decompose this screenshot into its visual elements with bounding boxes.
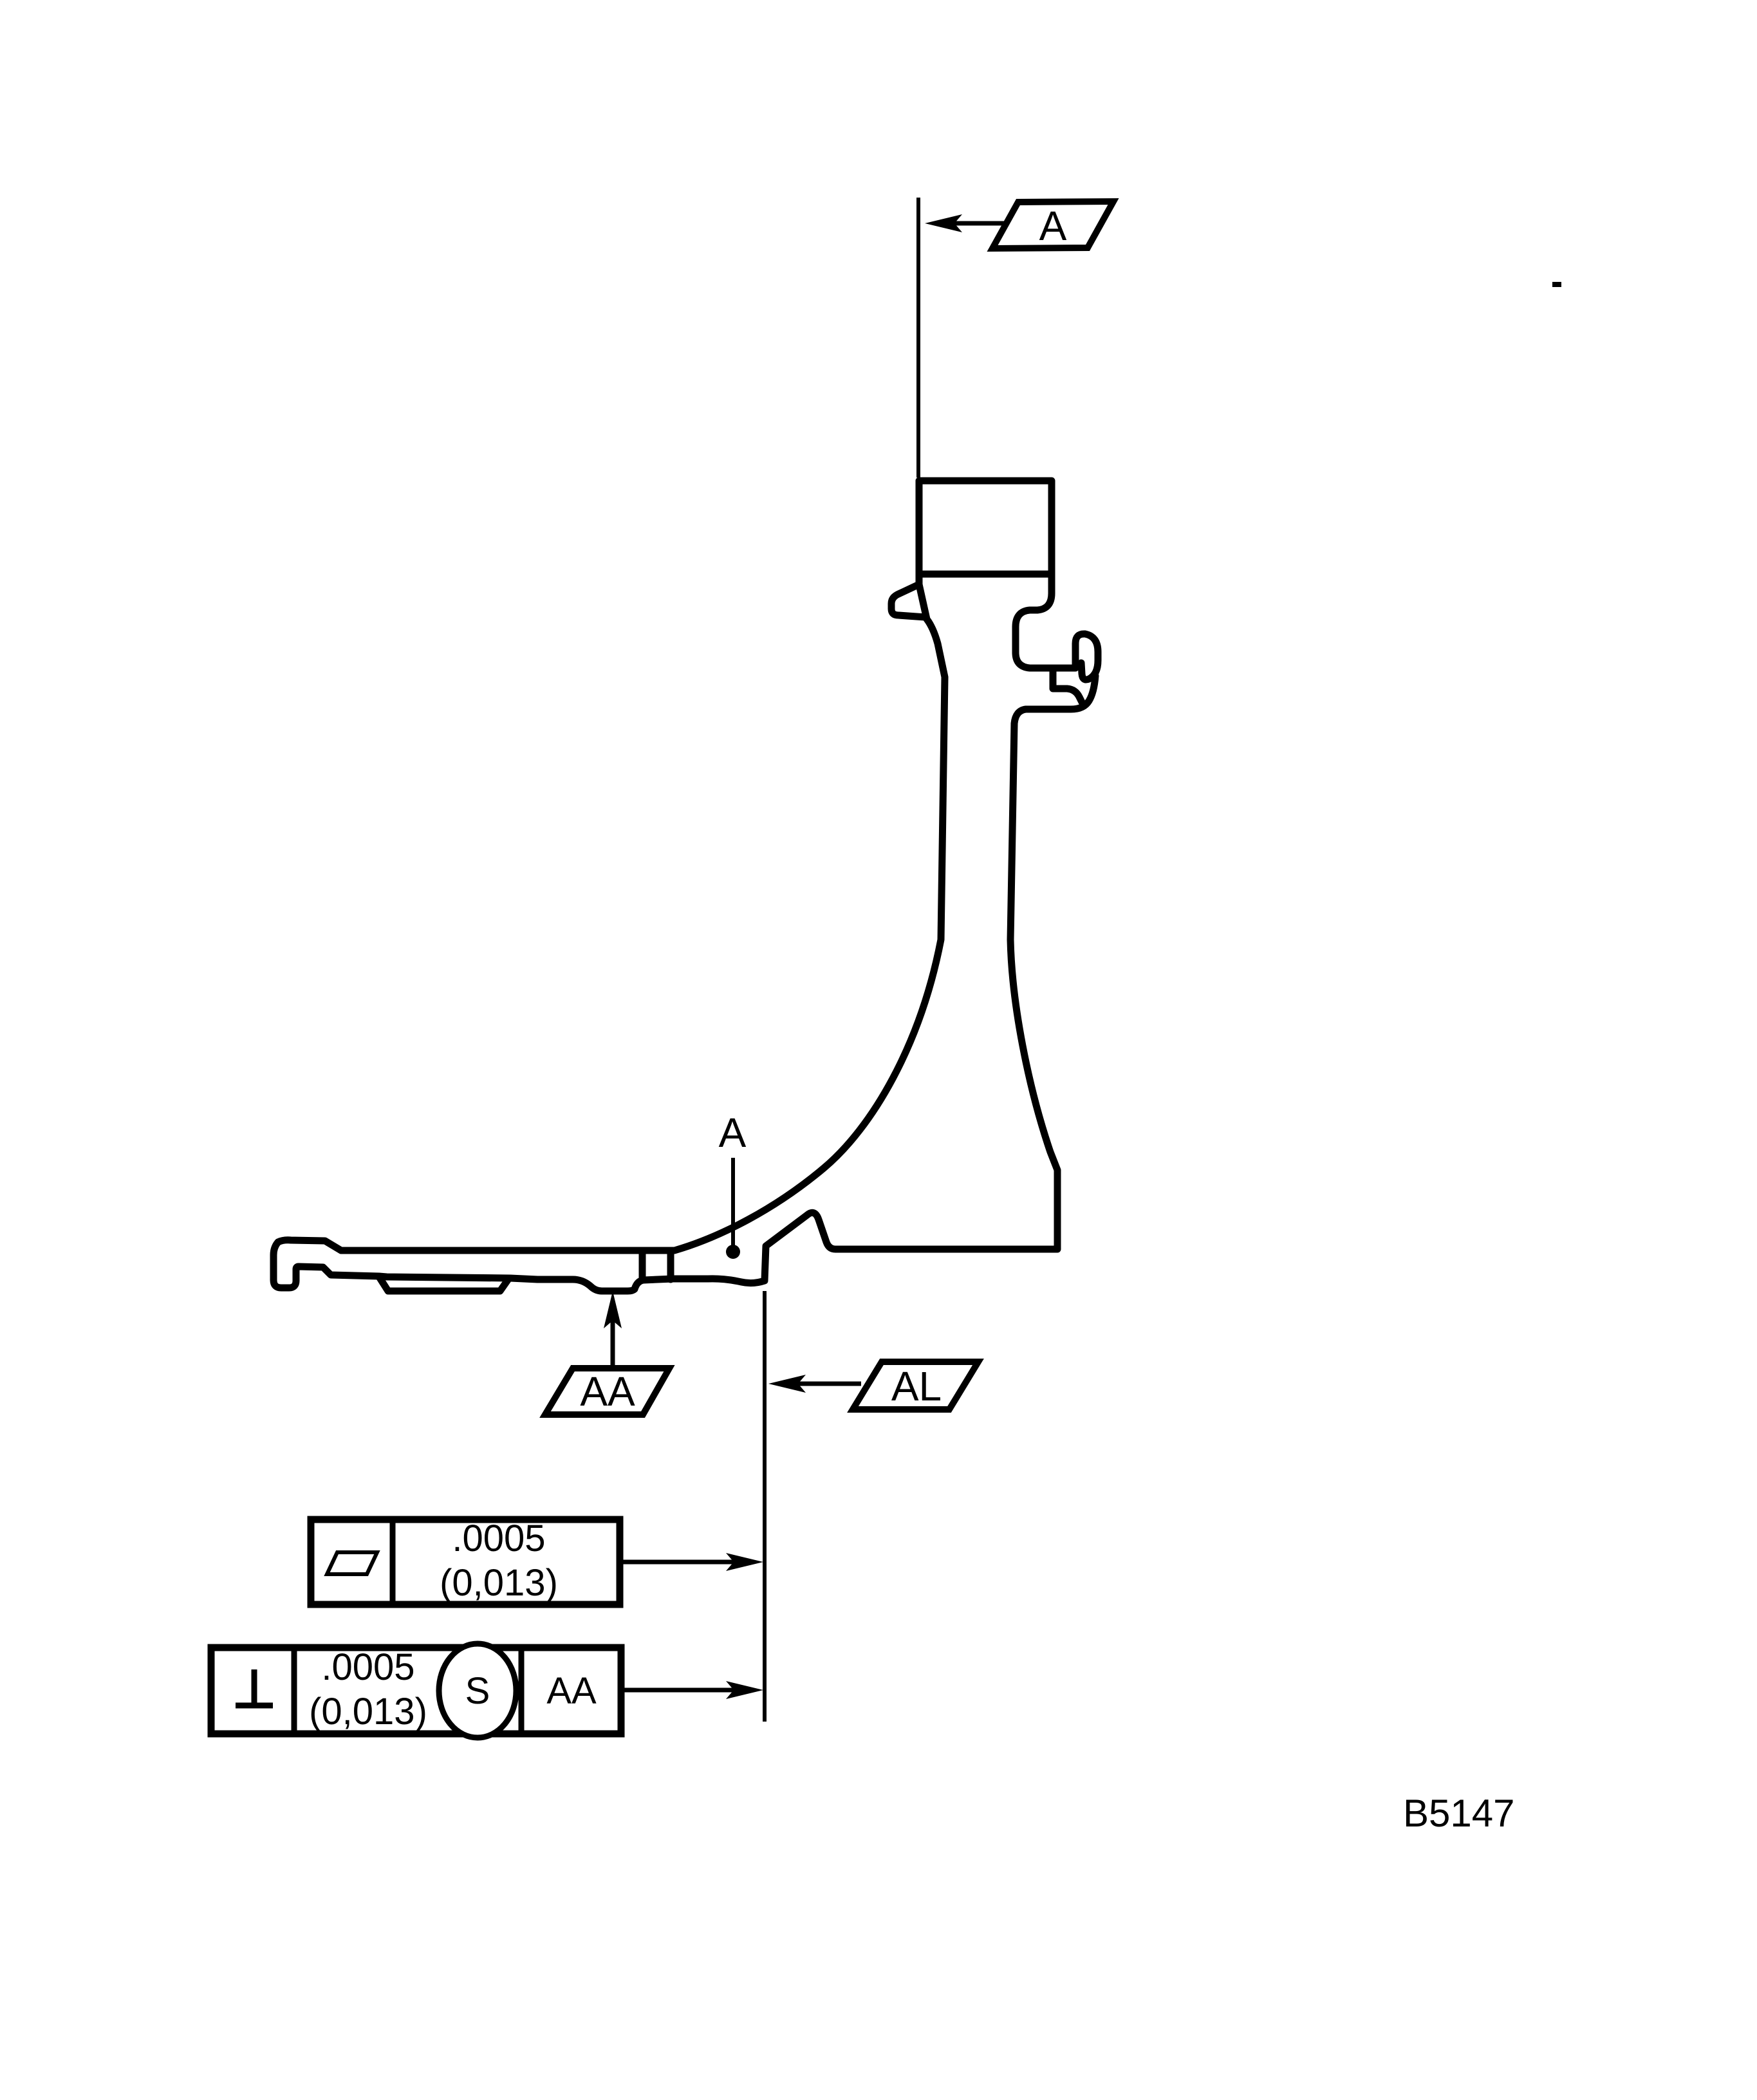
fcf-flatness-tol-inch: .0005 [452,1518,545,1559]
flag-aa-label: AA [580,1368,635,1415]
datum-lines [731,198,920,1722]
flag-a-label: A [1039,203,1067,249]
fcf-perp-arrowhead [726,1681,763,1699]
flag-aa-arrowhead [604,1291,622,1328]
perpendicularity-symbol [236,1669,273,1709]
material-modifier-circle [436,1640,519,1741]
flag-al-parallelogram [847,1359,984,1413]
arm-bottom-pad [375,1273,513,1295]
fcf-flatness-arrowhead [726,1553,763,1571]
fcf-perp-frame [207,1644,625,1738]
neck-tab [888,581,929,621]
datum-flag-aa: AA [539,1291,675,1418]
material-modifier-s: S [465,1670,490,1712]
datum-flag-a: A [925,198,1119,252]
ledge-step-line [1049,685,1086,706]
figure-number: B5147 [1403,1792,1515,1835]
fcf-perp-tol-inch: .0005 [321,1646,414,1688]
flag-al-label: AL [891,1363,942,1409]
leader-a-dot [726,1245,740,1259]
datum-flag-al: AL [768,1359,984,1413]
fcf-perpendicularity: .0005 (0,013) S AA [207,1640,763,1741]
fcf-perp-tol-metric: (0,013) [309,1691,427,1733]
flatness-symbol [324,1550,380,1576]
fcf-flatness: .0005 (0,013) [307,1516,763,1608]
surface-a-label: A [719,1110,747,1156]
part-profile-upper [274,477,1102,1254]
flag-a-arrowhead [925,214,962,232]
flag-aa-parallelogram [539,1365,675,1418]
noise-speck [1552,282,1561,287]
part-outline [270,477,1102,1295]
fcf-perp-datum-ref: AA [546,1670,597,1712]
fcf-flatness-frame [307,1516,624,1608]
fcf-flatness-tol-metric: (0,013) [440,1562,558,1604]
flag-a-parallelogram [987,198,1119,252]
flag-al-arrowhead [768,1375,806,1393]
part-profile-lower [270,672,1099,1295]
